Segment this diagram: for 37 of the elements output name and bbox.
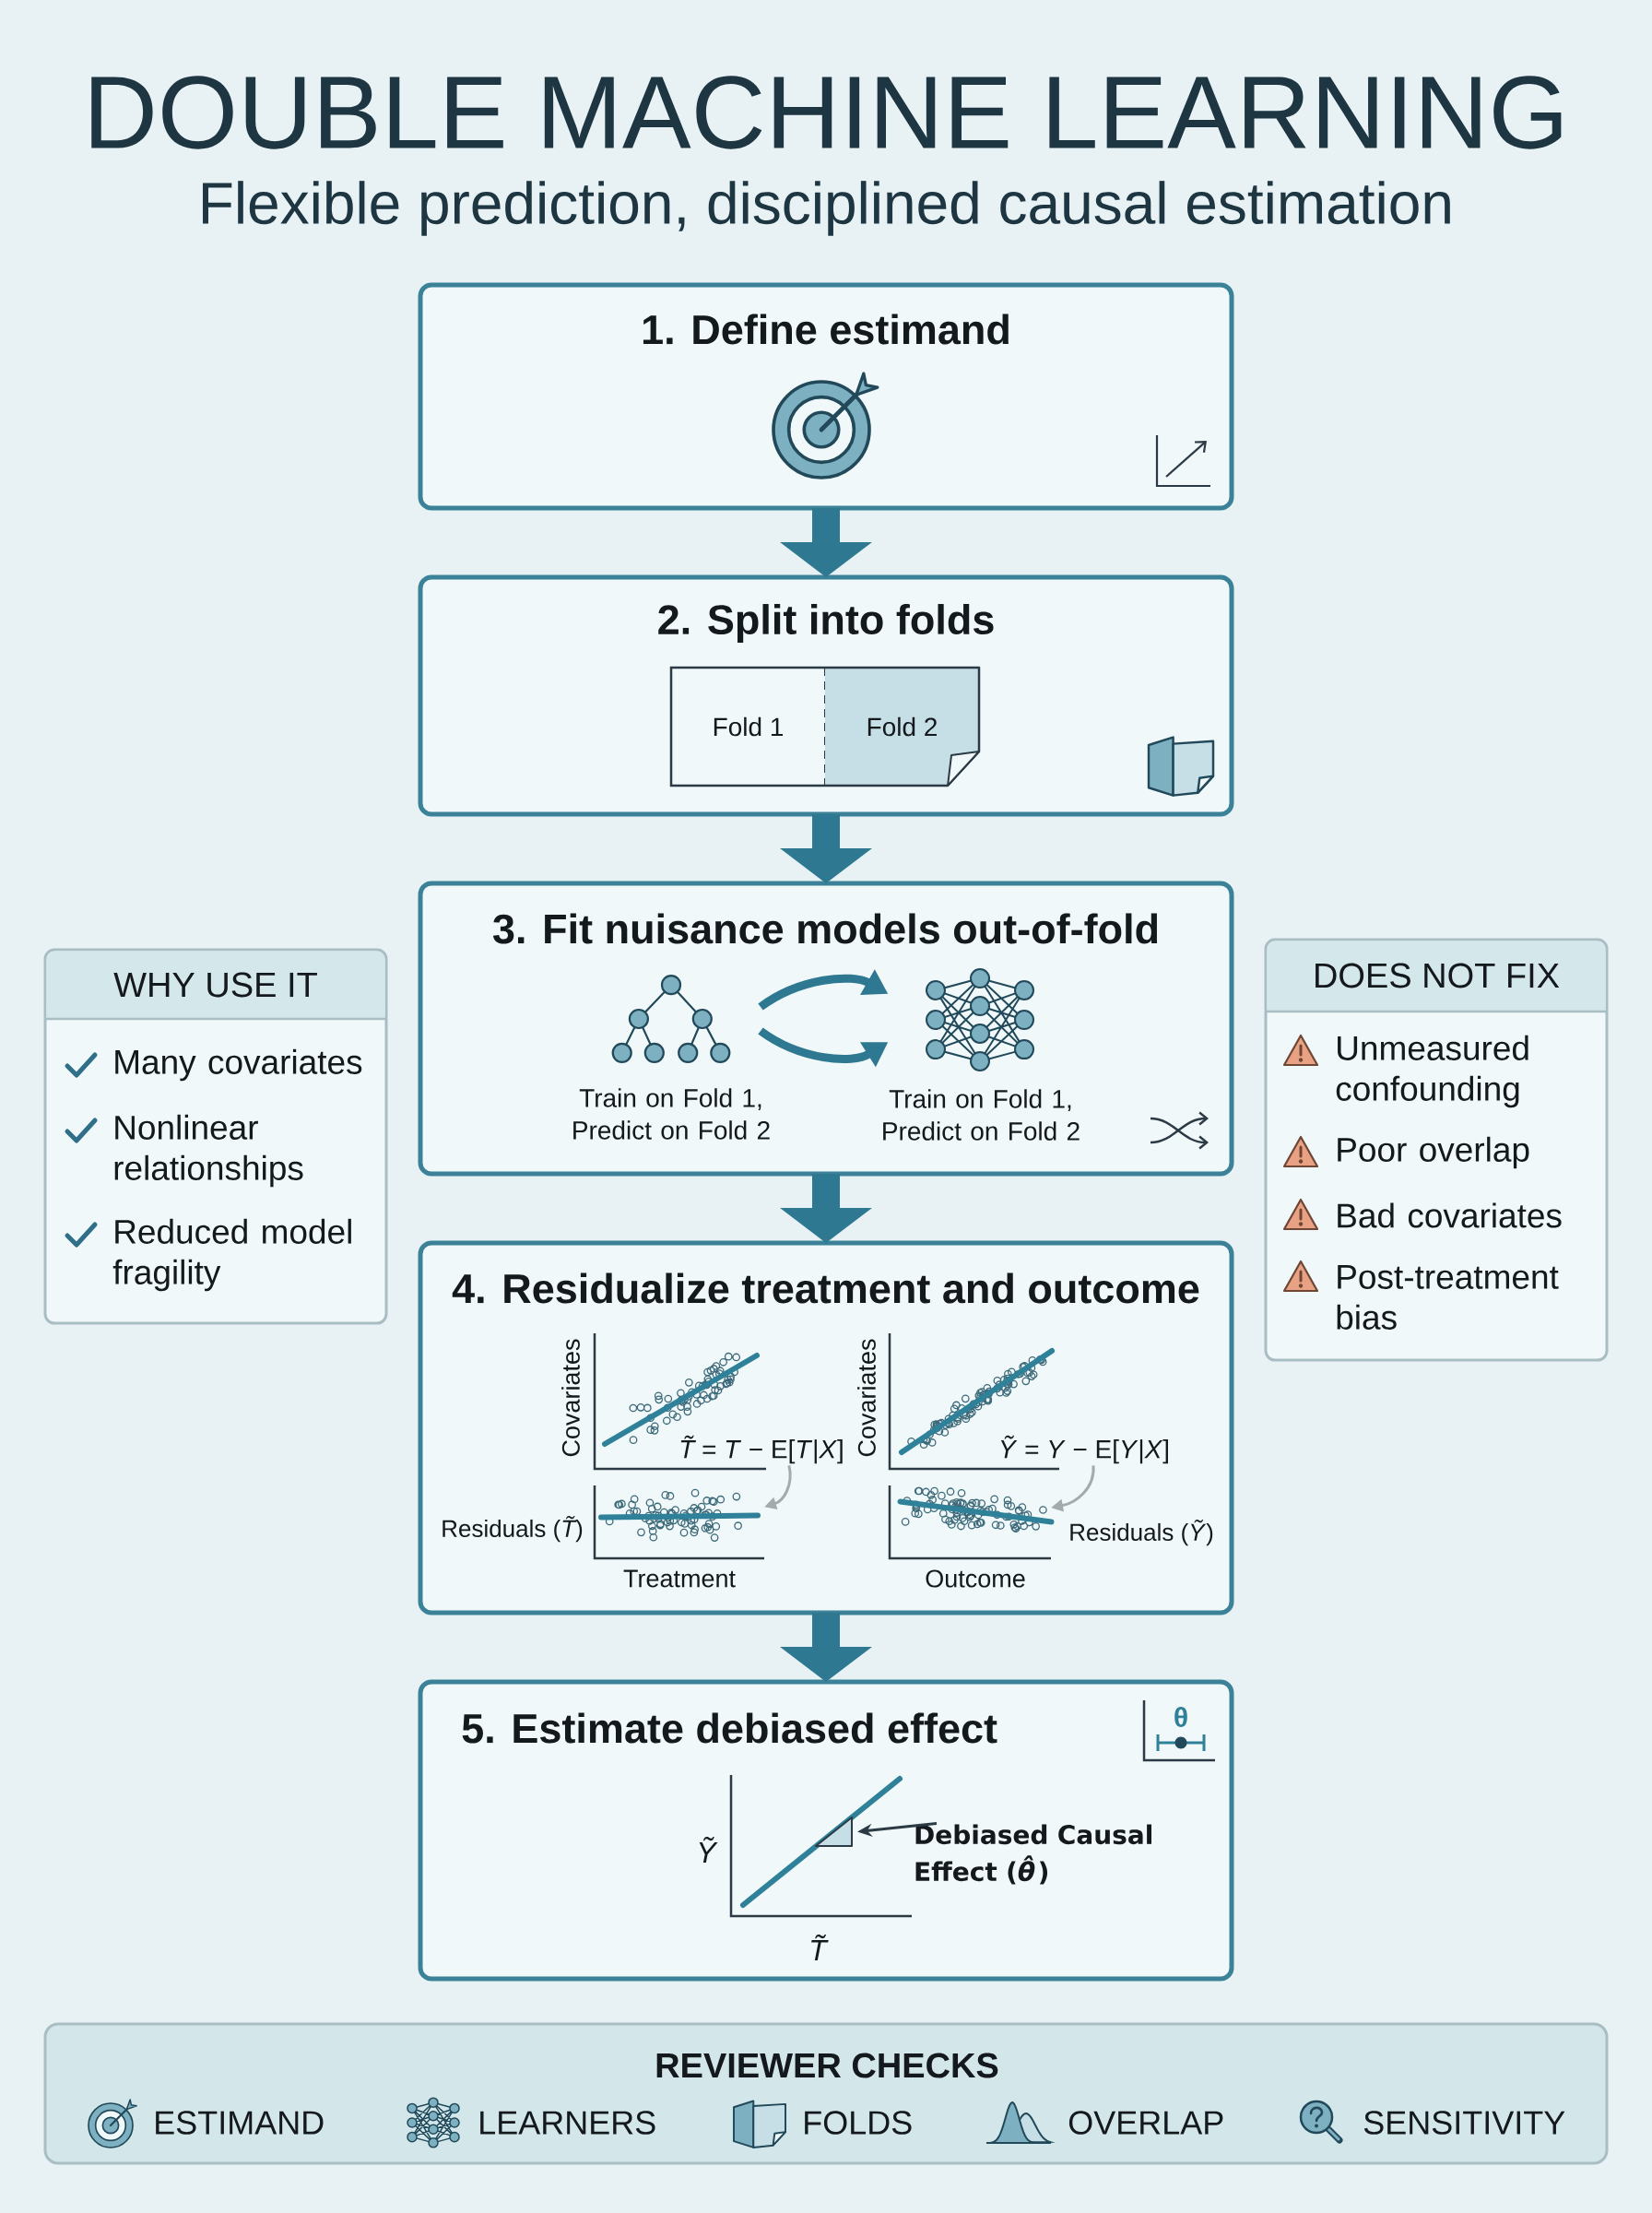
- node-label: Train on Fold 1, Predict on Fold 2: [883, 1089, 1080, 1141]
- annotation: Debiased Causal Effect (θ̂): [915, 1824, 1151, 1885]
- scatter-plot: [888, 1485, 1055, 1560]
- check-label: OVERLAP: [1068, 2111, 1223, 2135]
- panel-heading: DOES NOT FIX: [1316, 963, 1560, 988]
- title: DOUBLE MACHINE LEARNING: [91, 76, 1562, 149]
- scatter-plot: [593, 1485, 764, 1560]
- panel-heading: REVIEWER CHECKS: [656, 2053, 998, 2078]
- list-item: Many covariates: [115, 1048, 362, 1082]
- list-item: Poor overlap: [1338, 1136, 1529, 1169]
- node-label: Train on Fold 1, Predict on Fold 2: [573, 1088, 770, 1140]
- axis-label: Ỹ: [699, 1836, 718, 1864]
- check-label: LEARNERS: [480, 2111, 655, 2135]
- fold-box: Fold 1: [669, 666, 826, 787]
- check-label: ESTIMAND: [156, 2111, 324, 2135]
- axis-label: Covariates: [857, 1339, 876, 1457]
- symbol-label: θ: [1174, 1707, 1187, 1728]
- axis-label: T̃: [811, 1934, 829, 1961]
- fold-box: Fold 2: [825, 666, 981, 787]
- slope-triangle: [815, 1817, 853, 1847]
- step-heading: 3. Fit nuisance models out-of-fold: [492, 913, 1158, 944]
- list-item: Nonlinear relationships: [114, 1114, 303, 1188]
- step-heading: 5. Estimate debiased effect: [462, 1712, 997, 1744]
- list-item: Bad covariates: [1338, 1202, 1562, 1228]
- equation: T̃ = T − E[T|X]: [680, 1435, 843, 1464]
- equation: Ỹ = Y − E[Y|X]: [1000, 1435, 1168, 1464]
- list-item: Unmeasured confounding: [1336, 1035, 1528, 1108]
- step-heading: 1. Define estimand: [643, 314, 1009, 345]
- step-heading: 4. Residualize treatment and outcome: [452, 1272, 1199, 1304]
- step-heading: 2. Split into folds: [658, 604, 994, 643]
- list-item: Reduced model fragility: [112, 1218, 351, 1292]
- check-label: FOLDS: [805, 2111, 912, 2135]
- axis-label: Residuals (Ỹ): [1070, 1519, 1213, 1546]
- check-label: SENSITIVITY: [1363, 2111, 1565, 2135]
- axis-label: Covariates: [561, 1339, 580, 1457]
- panel-heading: WHY USE IT: [113, 972, 317, 998]
- list-item: Post-treatment bias: [1337, 1265, 1559, 1330]
